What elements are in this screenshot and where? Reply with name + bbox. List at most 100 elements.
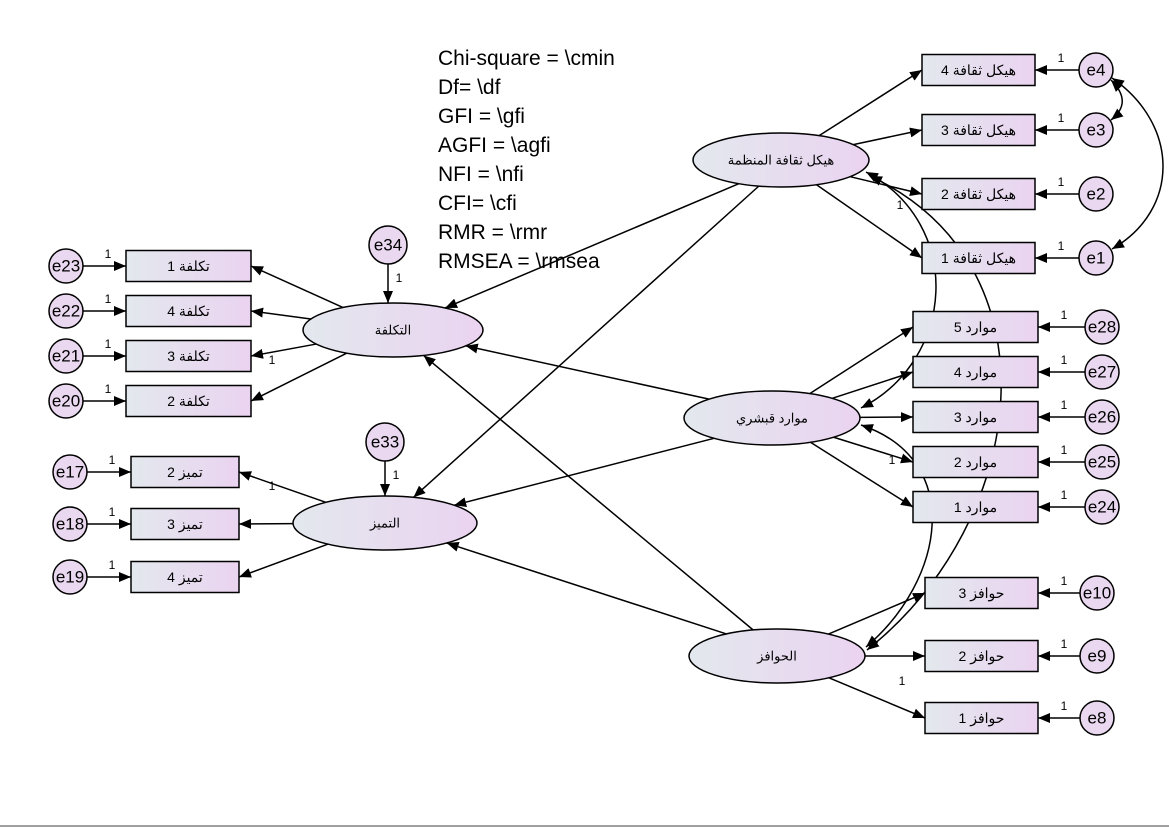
covariance-e4-e1 [1111,77,1164,250]
fixed-loading-label: 1 [889,453,896,467]
indicator-incentives-2 [924,701,1039,735]
error-label: e10 [1083,584,1111,603]
latent-distinction [292,495,478,551]
fixed-loading-label: 1 [269,353,276,367]
fixed-weight-label: 1 [1058,175,1065,189]
indicator-culture-1 [921,113,1036,147]
disturbance-label: e34 [374,236,402,255]
fixed-weight-label: 1 [1061,308,1068,322]
error-label: e20 [52,392,80,411]
indicator-cost-0 [125,249,252,283]
indicator-label: موارد 1 [954,499,997,516]
loading-path [809,326,914,395]
structural-path-culture-to-distinction [412,185,760,498]
indicator-incentives-1 [924,639,1039,673]
error-label: e23 [52,257,80,276]
indicator-cost-3 [125,384,252,418]
latent-label-hr: موارد قبشري [736,411,808,427]
error-term-e25 [1084,444,1120,480]
covariance-culture-hr [860,171,937,409]
stat-chi-square: Chi-square = \cmin [438,47,615,70]
error-label: e8 [1088,709,1107,728]
error-label: e28 [1088,318,1116,337]
fixed-weight-label: 1 [105,337,112,351]
fixed-weight-label: 1 [393,468,400,482]
indicator-label: موارد 4 [954,364,997,381]
error-term-e28 [1084,309,1120,345]
indicator-distinction-1 [130,507,240,541]
indicator-culture-3 [921,241,1036,275]
error-label: e17 [56,463,84,482]
error-term-e8 [1079,700,1115,736]
fixed-weight-label: 1 [1061,398,1068,412]
fixed-weight-label: 1 [1061,574,1068,588]
indicator-label: حوافز 3 [959,585,1005,602]
fixed-weight-label: 1 [109,558,116,572]
error-term-e2 [1078,176,1114,212]
loading-path [828,677,926,719]
fixed-weight-label: 1 [1058,111,1065,125]
latent-cost [302,302,484,358]
error-term-e17 [52,454,88,490]
indicator-label: حوافز 2 [959,648,1005,665]
error-term-e24 [1084,489,1120,525]
loading-path [250,307,311,320]
loading-path [238,543,329,578]
indicator-label: تكلفة 1 [167,258,210,274]
indicator-label: تكلفة 3 [167,348,210,364]
loading-path [818,69,923,137]
error-label: e21 [52,347,80,366]
error-label: e9 [1088,647,1107,666]
stat-nfi: NFI = \nfi [438,163,524,186]
fixed-weight-label: 1 [105,247,112,261]
loading-path [833,436,914,464]
error-label: e3 [1087,121,1106,140]
error-label: e22 [52,302,80,321]
disturbance-e34 [368,225,408,265]
error-term-e4 [1078,52,1114,88]
fixed-loading-label: 1 [269,479,276,493]
indicator-label: تميز 3 [167,516,203,533]
error-label: e24 [1088,498,1116,517]
loading-path [810,441,914,508]
indicator-hr-0 [912,310,1039,344]
error-label: e18 [56,515,84,534]
indicator-incentives-0 [924,576,1039,610]
loading-path [250,343,317,359]
indicator-hr-3 [912,445,1039,479]
stat-rmsea: RMSEA = \rmsea [438,250,600,273]
indicator-culture-2 [921,177,1036,211]
fixed-weight-label: 1 [105,292,112,306]
indicator-label: تكلفة 2 [167,393,210,409]
stat-agfi: AGFI = \agfi [438,134,551,157]
latent-label-cost: التكلفة [375,323,412,338]
latent-label-incentives: الحوافز [756,649,797,665]
indicator-hr-1 [912,355,1039,389]
fixed-weight-label: 1 [109,505,116,519]
error-term-e20 [48,383,84,419]
error-term-e19 [52,559,88,595]
indicator-label: تميز 2 [167,464,203,481]
indicator-cost-2 [125,339,252,373]
indicator-label: موارد 5 [954,319,997,336]
stat-gfi: GFI = \gfi [438,105,525,128]
error-label: e25 [1088,453,1116,472]
indicator-culture-0 [921,53,1036,87]
fixed-weight-label: 1 [109,453,116,467]
latent-label-culture: هيكل ثقافة المنظمة [728,153,835,168]
error-term-e21 [48,338,84,374]
fixed-weight-label: 1 [105,382,112,396]
indicator-label: تكلفة 4 [167,303,210,319]
fixed-weight-label: 1 [1061,699,1068,713]
stat-cfi: CFI= \cfi [438,192,517,215]
structural-path-culture-to-cost [444,183,740,309]
error-term-e1 [1078,240,1114,276]
indicator-hr-2 [912,400,1039,434]
covariance-hr-incentives [860,424,933,648]
indicator-distinction-0 [130,455,240,489]
disturbance-e33 [365,422,405,462]
error-term-e18 [52,506,88,542]
structural-path-incentives-to-distinction [446,541,727,635]
fixed-weight-label: 1 [1061,488,1068,502]
error-label: e26 [1088,408,1116,427]
